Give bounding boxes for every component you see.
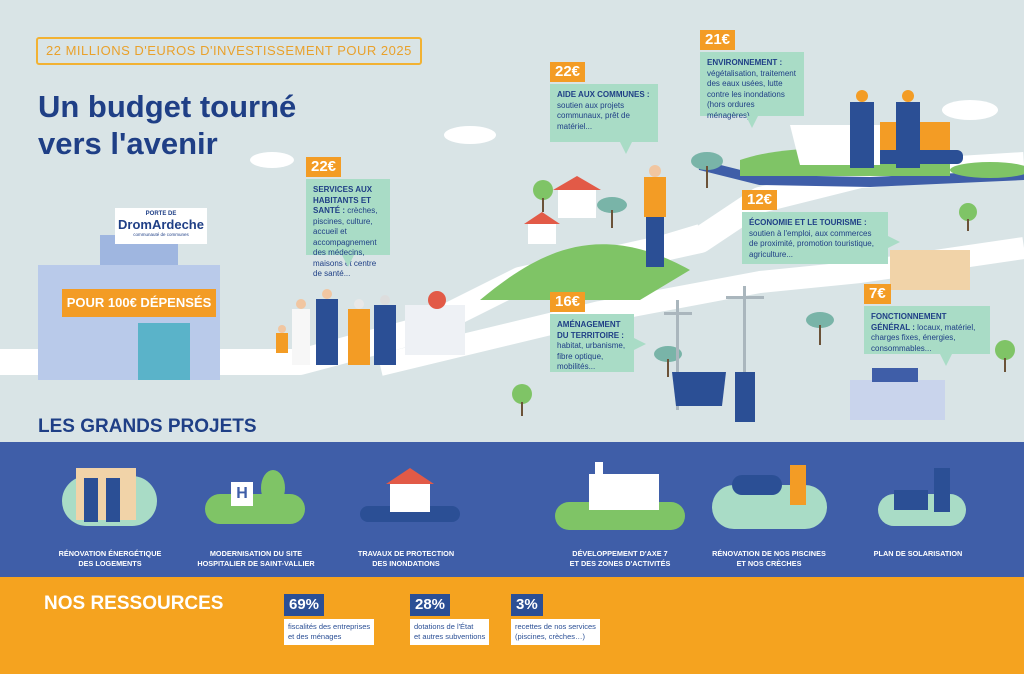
hospital-icon: H [205, 470, 305, 526]
info-box-territory: AMÉNAGEMENT DU TERRITOIRE : habitat, urb… [550, 314, 634, 372]
project-label-flood: Travaux de protection des inondations [326, 549, 486, 569]
page-title: Un budget tourné vers l'avenir [38, 88, 338, 162]
info-text: locaux, matériel, charges fixes, énergie… [871, 322, 976, 353]
amount-badge-operations: 7€ [864, 284, 891, 304]
info-text: habitat, urbanisme, fibre optique, mobil… [557, 341, 626, 371]
amount-badge-services: 22€ [306, 157, 342, 177]
logo-sub: communauté de communes [133, 232, 189, 237]
info-box-environment: ENVIRONNEMENT : végétalisation, traiteme… [700, 52, 804, 120]
factory-icon [555, 462, 685, 532]
info-box-communes: AIDE AUX COMMUNES : soutien aux projets … [550, 84, 658, 142]
resource-percent-grants: 28% [410, 594, 451, 616]
spending-banner: POUR 100€ DÉPENSÉS [62, 289, 216, 317]
solar-panel-icon [878, 468, 966, 528]
projects-band [0, 442, 1024, 577]
project-label-renovation: Rénovation énergétique des logements [30, 549, 190, 569]
project-line-2: et nos crèches [736, 559, 802, 568]
amount-badge-environment: 21€ [700, 30, 736, 50]
info-heading: FONCTIONNEMENT GÉNÉRAL : [871, 312, 947, 332]
project-line-2: et des zones d'activités [569, 559, 671, 568]
info-text: soutien aux projets communaux, prêt de m… [557, 100, 630, 131]
info-box-economy: ÉCONOMIE ET LE TOURISME : soutien à l'em… [742, 212, 888, 264]
family-illustration [272, 285, 402, 367]
logo: PORTE DE DromArdeche communauté de commu… [115, 208, 207, 244]
project-line-1: Travaux de protection [357, 549, 455, 558]
callout-pointer [888, 236, 900, 248]
resource-percent-taxes: 69% [284, 594, 325, 616]
info-text: soutien à l'emploi, aux commerces de pro… [749, 228, 874, 259]
info-box-services: SERVICES AUX HABITANTS ET SANTÉ : crèche… [306, 179, 390, 278]
resource-line-1: fiscalités des entreprises [288, 622, 371, 631]
resource-text-taxes: fiscalités des entreprises et des ménage… [284, 619, 375, 645]
info-box-operations: FONCTIONNEMENT GÉNÉRAL : locaux, matérie… [864, 306, 990, 354]
resource-line-2: (piscines, crèches…) [515, 632, 586, 641]
workers-illustration [848, 90, 924, 170]
project-line-1: Modernisation du site [209, 549, 303, 558]
project-line-1: Développement d'axe 7 [572, 549, 668, 558]
resource-line-2: et des ménages [288, 632, 342, 641]
resource-line-1: dotations de l'État [414, 622, 474, 631]
resource-line-2: et autres subventions [414, 632, 486, 641]
info-text: végétalisation, traitement des eaux usée… [707, 68, 796, 120]
investment-tagline: 22 MILLIONS D'EUROS D'INVESTISSEMENT POU… [36, 37, 422, 65]
callout-pointer [342, 255, 354, 267]
info-heading: SERVICES AUX HABITANTS ET SANTÉ : [313, 185, 373, 215]
mayor-illustration [640, 165, 670, 270]
resources-title: NOS RESSOURCES [44, 593, 224, 614]
hospital-badge: H [231, 482, 253, 506]
project-label-hospital: Modernisation du site hospitalier de Sai… [176, 549, 336, 569]
callout-pointer [940, 354, 952, 366]
callout-pointer [620, 142, 632, 154]
flooded-house-icon [360, 468, 460, 526]
logo-name: DromArdeche [118, 217, 204, 232]
project-label-axe7: Développement d'axe 7 et des zones d'act… [540, 549, 700, 569]
project-line-1: Plan de solarisation [873, 549, 963, 558]
info-heading: AMÉNAGEMENT DU TERRITOIRE : [557, 320, 624, 340]
project-line-2: des inondations [372, 559, 440, 568]
project-line-1: Rénovation de nos piscines [712, 549, 826, 558]
project-label-solar: Plan de solarisation [838, 549, 998, 559]
title-line-2: vers l'avenir [38, 126, 218, 161]
callout-pointer [746, 116, 758, 128]
info-heading: ENVIRONNEMENT : [707, 58, 783, 67]
projects-title: LES GRANDS PROJETS [38, 416, 257, 437]
project-label-pools: Rénovation de nos piscines et nos crèche… [689, 549, 849, 569]
project-line-2: des logements [78, 559, 142, 568]
project-line-1: Rénovation énergétique [58, 549, 162, 558]
logo-small: PORTE DE [145, 211, 177, 217]
info-heading: ÉCONOMIE ET LE TOURISME : [749, 218, 867, 227]
resource-text-grants: dotations de l'État et autres subvention… [410, 619, 490, 645]
resource-text-services: recettes de nos services (piscines, crèc… [511, 619, 600, 645]
pool-icon [712, 465, 827, 529]
amount-badge-economy: 12€ [742, 190, 778, 210]
info-text: crèches, piscines, culture, accueil et a… [313, 206, 378, 278]
title-line-1: Un budget tourné [38, 89, 297, 124]
resource-percent-services: 3% [511, 594, 543, 616]
resource-line-1: recettes de nos services [515, 622, 596, 631]
amount-badge-territory: 16€ [550, 292, 586, 312]
amount-badge-communes: 22€ [550, 62, 586, 82]
callout-pointer [634, 338, 646, 350]
info-heading: AIDE AUX COMMUNES : [557, 90, 650, 99]
workers-house-icon [62, 468, 157, 528]
project-line-2: hospitalier de Saint-Vallier [197, 559, 315, 568]
